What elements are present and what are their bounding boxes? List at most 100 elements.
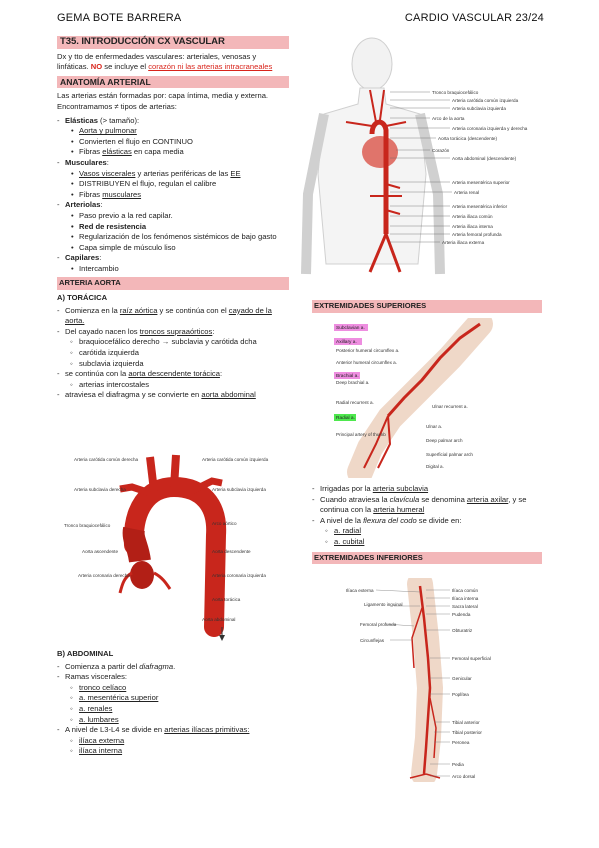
list-item: Arteriolas:	[57, 200, 289, 211]
right-arm-shape	[301, 113, 329, 275]
anatomia-intro: Las arterias están formadas por: capa ín…	[57, 91, 269, 111]
arm-label: Radial recurrent a.	[336, 400, 374, 405]
label-subclavia-der: Arteria subclavia derecha	[74, 487, 126, 492]
arm-shape	[347, 318, 493, 478]
radial-highlight	[334, 414, 356, 421]
list-item: Fibras elásticas en capa media	[57, 147, 289, 158]
leg-label: Pudenda	[452, 612, 471, 617]
list-item: Musculares:	[57, 158, 289, 169]
intro-link: corazón ni las arterias intracraneales	[148, 62, 273, 72]
leg-label: Tibial anterior	[452, 720, 480, 725]
visceral-branches-shape	[370, 183, 402, 215]
aorta-root-shape	[122, 526, 151, 563]
leg-label: Peronea	[452, 740, 470, 745]
leg-leader-lines	[375, 589, 450, 777]
femoral-shape	[418, 585, 432, 775]
arterias-list: Elásticas (> tamaño): Aorta y pulmonar C…	[57, 116, 289, 275]
superiores-header: EXTREMIDADES SUPERIORES	[312, 300, 542, 316]
toracica-title: A) TORÁCICA	[57, 293, 108, 303]
brachial-shape	[386, 322, 481, 417]
list-item: DISTRIBUYEN el flujo, regulan el calibre	[57, 179, 289, 190]
label-descendente: Aorta descendente	[212, 549, 251, 554]
superiores-text: Irrigadas por la arteria subclavia Cuand…	[312, 484, 542, 567]
arm-label: Superficial palmar arch	[426, 452, 473, 457]
arm-label: Axillary a.	[336, 339, 357, 345]
body-arteries-diagram: Tronco braquiocefálico Arteria carótida …	[301, 37, 528, 275]
leg-label: Ligamento inguinal	[364, 602, 403, 607]
label-carotida-der: Arteria carótida común derecha	[74, 457, 139, 462]
arm-label: Ulnar a.	[426, 424, 442, 429]
list-item: Capilares:	[57, 253, 289, 264]
list-item: Irrigadas por la arteria subclavia	[312, 484, 542, 495]
body-labels: Tronco braquiocefálico Arteria carótida …	[432, 90, 528, 245]
left-coronary-shape	[153, 571, 172, 590]
list-item: a. mesentérica superior	[57, 693, 289, 704]
list-item: Cuando atraviesa la clavícula se denomin…	[312, 495, 542, 516]
right-carotid-shape	[146, 456, 158, 492]
label-toracica: Aorta torácica	[212, 597, 241, 602]
list-item: carótida izquierda	[57, 348, 289, 359]
body-label: Corazón	[432, 148, 450, 153]
anatomia-title: ANATOMÍA ARTERIAL	[57, 75, 289, 89]
abdominal-title: B) ABDOMINAL	[57, 649, 114, 658]
list-item: A nivel de la flexura del codo se divide…	[312, 516, 542, 527]
body-label: Aorta abdominal (descendente)	[452, 156, 517, 161]
list-item: Elásticas (> tamaño):	[57, 116, 289, 127]
right-coronary-shape	[118, 571, 133, 594]
tibial-shape	[429, 697, 437, 759]
arm-label: Deep palmar arch	[426, 438, 463, 443]
arm-label: Ulnar recurrent a.	[432, 404, 468, 409]
list-item: Vasos viscerales y arterias periféricas …	[57, 169, 289, 180]
list-item: subclavia izquierda	[57, 359, 289, 370]
abdominal-list: Comienza a partir del diafragma. Ramas v…	[57, 662, 289, 757]
list-item: Comienza en la raíz aórtica y se continú…	[57, 306, 289, 327]
list-item: Fibras musculares	[57, 190, 289, 201]
leg-label: Circunflejas	[360, 638, 385, 643]
arm-label: Deep brachial a.	[336, 380, 369, 385]
arm-label: Anterior humeral circumflex a.	[336, 360, 397, 365]
deep-femoral-shape	[411, 607, 423, 669]
head-shape	[351, 37, 393, 91]
superiores-list: Irrigadas por la arteria subclavia Cuand…	[312, 484, 542, 548]
body-label: Tronco braquiocefálico	[432, 90, 479, 95]
label-ascendente: Aorta ascendente	[82, 549, 118, 554]
label-carotida-izq: Arteria carótida común izquierda	[202, 457, 269, 462]
list-item: Intercambio	[57, 264, 289, 275]
leg-label: Femoral superficial	[452, 656, 491, 661]
list-item: a. lumbares	[57, 715, 289, 726]
leg-label: Obturatriz	[452, 628, 473, 633]
left-arm-shape	[415, 112, 445, 275]
list-item: Convierten el flujo en CONTINUO	[57, 137, 289, 148]
list-item: a. cubital	[312, 537, 542, 548]
label-abdominal: Aorta abdominal	[202, 617, 235, 622]
left-column: T35. INTRODUCCIÓN CX VASCULAR Dx y tto d…	[57, 36, 289, 401]
leader-lines	[390, 91, 452, 243]
body-label: Arteria coronaria izquierda y derecha	[452, 126, 528, 131]
label-subclavia-izq: Arteria subclavia izquierda	[212, 487, 266, 492]
list-item: a. renales	[57, 704, 289, 715]
arm-label: Principal artery of thumb	[336, 432, 386, 437]
body-label: Arco de la aorta	[432, 116, 465, 121]
body-label: Arteria ilíaca interna	[452, 224, 493, 229]
list-item: Paso previo a la red capilar.	[57, 211, 289, 222]
leg-label: Ilíaca externa	[346, 588, 374, 593]
list-item: Comienza a partir del diafragma.	[57, 662, 289, 673]
ulnar-shape	[377, 415, 392, 469]
body-label: Arteria ilíaca común	[452, 214, 493, 219]
list-item: atraviesa el diafragma y se convierte en…	[57, 390, 289, 401]
topic-intro: Dx y tto de enfermedades vasculares: art…	[57, 51, 273, 72]
body-label: Arteria mesentérica superior	[452, 180, 510, 185]
list-item: ilíaca externa	[57, 736, 289, 747]
leg-arteries-diagram: Ilíaca externa Ligamento inguinal Femora…	[346, 578, 491, 782]
list-item: Capa simple de músculo liso	[57, 243, 289, 254]
arm-label: Brachial a.	[336, 373, 359, 379]
leg-label: Arco dorsal	[452, 774, 475, 779]
topic-title: T35. INTRODUCCIÓN CX VASCULAR	[57, 36, 289, 49]
body-label: Arteria mesentérica inferior	[452, 204, 508, 209]
label-coronaria-der: Arteria coronaria derecha	[78, 573, 130, 578]
body-label: Aorta torácica (descendente)	[438, 136, 497, 141]
aortic-root	[130, 561, 154, 589]
label-arco: Arco aórtico	[212, 521, 237, 526]
body-label: Arteria subclavia izquierda	[452, 106, 506, 111]
body-label: Arteria ilíaca externa	[442, 240, 485, 245]
